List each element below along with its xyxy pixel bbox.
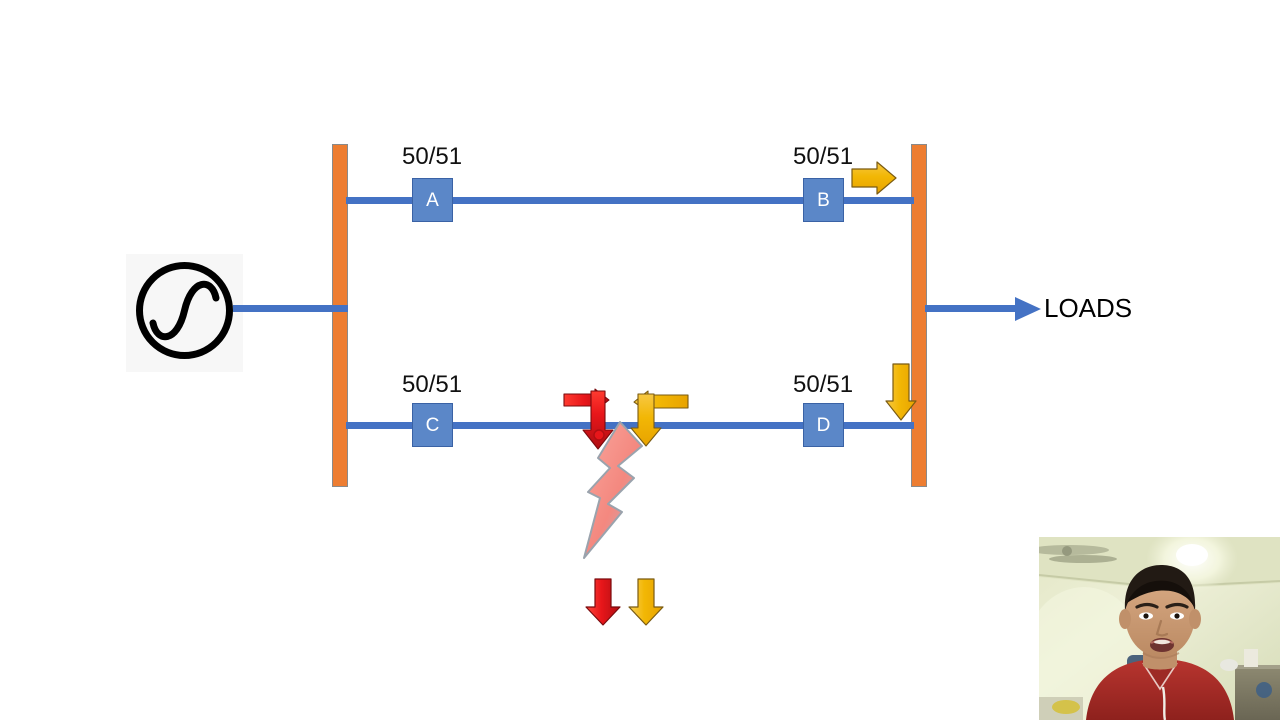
relay-b-function-label: 50/51 — [793, 143, 854, 170]
legend-load-current-arrow-down-icon — [627, 578, 665, 631]
relay-d-function-label: 50/51 — [793, 371, 854, 398]
load-lead-conductor — [925, 305, 1025, 312]
relay-c-function-label: 50/51 — [402, 371, 463, 398]
lightning-bolt-icon — [578, 420, 650, 565]
relay-b[interactable]: B — [803, 178, 844, 222]
legend-fault-current-arrow-down-icon — [584, 578, 622, 631]
relay-c[interactable]: C — [412, 403, 453, 447]
generator-lead-conductor — [233, 305, 348, 312]
load-bus — [911, 144, 927, 487]
loads-label: LOADS — [1044, 293, 1133, 323]
relay-a[interactable]: A — [412, 178, 453, 222]
bus-b-outflow-arrow-right-icon — [851, 161, 897, 200]
source-bus — [332, 144, 348, 487]
relay-a-function-label: 50/51 — [402, 143, 463, 170]
presenter-webcam-overlay[interactable] — [1039, 537, 1280, 720]
relay-d[interactable]: D — [803, 403, 844, 447]
top-feeder-conductor — [346, 197, 914, 204]
ac-source-sine-icon — [133, 259, 236, 362]
